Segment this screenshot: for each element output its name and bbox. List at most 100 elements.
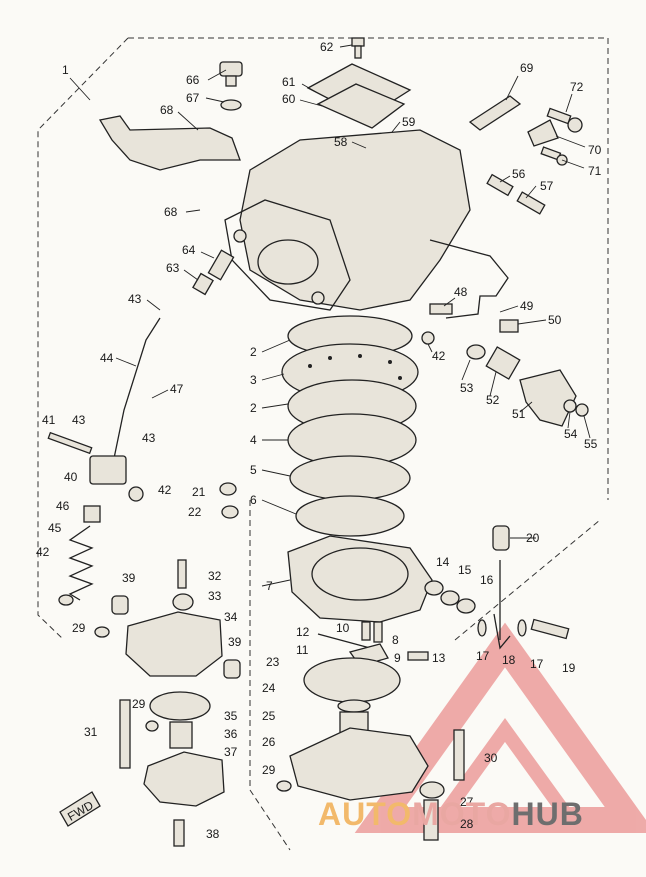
label-33: 33 [208,589,222,603]
part-62-screw [351,37,365,59]
part-55-clip [575,403,589,417]
part-19-screw [530,618,570,640]
part-15-washer [440,590,460,606]
watermark-logo [354,622,646,833]
part-31-screw [119,699,131,769]
label-17b: 17 [530,657,544,671]
part-42-end [58,594,74,606]
label-63: 63 [166,261,180,275]
part-7-lower-body [287,535,433,623]
label-57: 57 [540,179,554,193]
label-2b: 2 [250,401,257,415]
part-70-clip [527,119,559,147]
label-38: 38 [206,827,220,841]
part-45-spring [68,525,94,601]
label-42: 42 [432,349,446,363]
part-5-gasket [289,455,411,501]
label-10: 10 [336,621,350,635]
part-69-arm [468,95,522,131]
part-28-bolt [423,799,439,841]
part-37-cover [143,751,225,807]
part-51-lever [519,369,577,427]
flange-hole [311,291,325,305]
watermark-part-3: HUB [511,796,584,832]
part-57-screw [516,191,546,215]
label-68b: 68 [164,205,178,219]
part-44-rod [111,317,161,469]
label-34: 34 [224,610,238,624]
part-56-spring [486,173,514,197]
label-41: 41 [42,413,56,427]
body-flange [224,199,351,311]
part-60-gasket [316,83,406,129]
label-14: 14 [436,555,450,569]
forward-direction-marker: FWD [59,791,101,827]
part-14-spring [424,580,444,596]
label-42b: 42 [158,483,172,497]
part-36-spring [169,721,193,749]
part-42-washer [128,486,144,502]
flange-hole [233,229,247,243]
part-34-pump-body [125,611,223,677]
watermark-part-2: MOTO [412,796,512,832]
part-8-screw [373,621,383,643]
label-60: 60 [282,92,296,106]
part-50-pin [499,319,519,333]
lower-boundary [249,500,601,851]
part-53-washer [466,344,486,360]
label-8: 8 [392,633,399,647]
label-32: 32 [208,569,222,583]
part-21-cap [219,482,237,496]
part-29-nut-b [145,720,159,732]
label-59: 59 [402,115,416,129]
label-46: 46 [56,499,70,513]
label-54: 54 [564,427,578,441]
label-3: 3 [250,373,257,387]
part-40-block [89,455,127,485]
part-33-seal [172,593,194,611]
label-64: 64 [182,243,196,257]
label-4: 4 [250,433,257,447]
part-6-diaphragm [295,495,405,537]
part-23-diaphragm [303,657,401,703]
label-7: 7 [266,579,273,593]
label-26: 26 [262,735,276,749]
label-47: 47 [170,382,184,396]
label-40: 40 [64,470,78,484]
label-31: 31 [84,725,98,739]
part-66-cap [219,61,243,111]
part-39-boss-b [223,659,241,679]
part-18-lever [493,613,511,650]
label-68: 68 [160,103,174,117]
label-43b: 43 [72,413,86,427]
part-17-clip [477,619,487,637]
part-30-bolt [453,729,465,781]
label-29b: 29 [132,697,146,711]
part-12-pin [317,633,371,649]
part-27-washer [419,781,445,799]
label-29: 29 [72,621,86,635]
label-27: 27 [460,795,474,809]
part-42-washer [421,331,435,345]
part-26-cover [289,727,429,801]
leader-lines [69,44,591,587]
watermark-text: AUTOMOTOHUB [318,796,584,833]
part-49-linkage [429,239,509,319]
label-49: 49 [520,299,534,313]
label-39: 39 [122,571,136,585]
part-72-screw [546,107,583,133]
label-22: 22 [188,505,202,519]
label-9: 9 [394,651,401,665]
label-5: 5 [250,463,257,477]
label-36: 36 [224,727,238,741]
part-29-nut [94,626,110,638]
label-43: 43 [128,292,142,306]
part-38-screw [173,819,185,847]
label-28: 28 [460,817,474,831]
part-22-washer [221,505,239,519]
part-64-spring [207,249,235,281]
label-20: 20 [526,531,540,545]
label-69: 69 [520,61,534,75]
